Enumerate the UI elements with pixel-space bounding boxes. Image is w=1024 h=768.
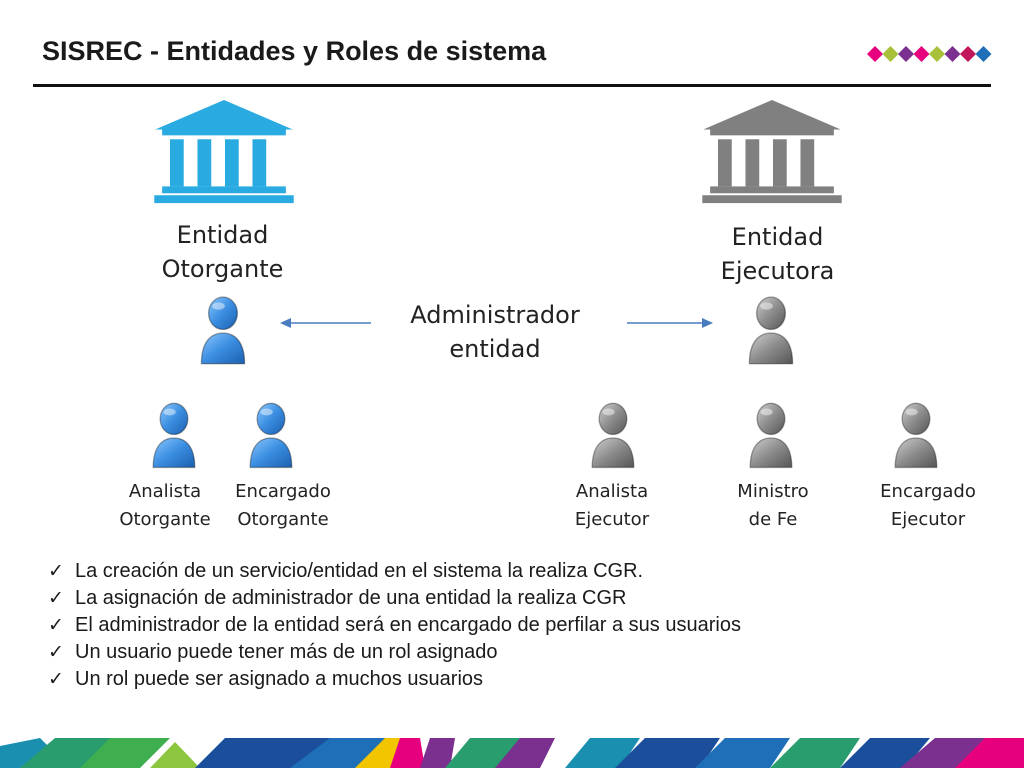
logo-diamonds: [867, 46, 992, 62]
role-label-encargado-ejecutor: Encargado Ejecutor: [880, 481, 976, 530]
role-label-encargado-otorgante: Encargado Otorgante: [235, 481, 331, 530]
checkmark-icon: ✓: [48, 614, 64, 636]
bullet-item: ✓La creación de un servicio/entidad en e…: [48, 558, 908, 585]
admin-label: Administrador entidad: [410, 301, 580, 363]
slide-title: SISREC - Entidades y Roles de sistema: [42, 36, 547, 66]
bullet-item: ✓El administrador de la entidad será en …: [48, 612, 908, 639]
logo-diamond: [960, 46, 976, 62]
bullet-item: ✓La asignación de administrador de una e…: [48, 585, 908, 612]
logo-diamond: [882, 46, 899, 62]
user-icon-encargado-otorgante: [245, 397, 297, 472]
logo-diamond: [913, 46, 930, 62]
user-icon-ministro-de-fe: [745, 397, 797, 472]
arrow-left-icon: [280, 318, 371, 328]
checkmark-icon: ✓: [48, 641, 64, 663]
logo-diamond: [975, 46, 992, 62]
logo-diamond: [867, 46, 883, 62]
building-icon-ejecutora: [698, 100, 846, 208]
role-label-analista-ejecutor: Analista Ejecutor: [574, 481, 650, 530]
bullet-item: ✓Un usuario puede tener más de un rol as…: [48, 639, 908, 666]
building-icon-otorgante: [150, 100, 298, 208]
logo-diamond: [898, 46, 914, 62]
bullet-item: ✓Un rol puede ser asignado a muchos usua…: [48, 666, 908, 693]
user-icon-admin-otorgante: [196, 292, 250, 367]
logo-diamond: [929, 46, 945, 62]
role-label-analista-otorgante: Analista Otorgante: [119, 481, 211, 530]
footer-decoration: [0, 738, 1024, 768]
user-icon-admin-ejecutora: [744, 292, 798, 367]
checkmark-icon: ✓: [48, 587, 64, 609]
brand-logo: [867, 46, 992, 62]
arrow-right-icon: [627, 318, 713, 328]
entity-label-otorgante: Entidad Otorgante: [161, 221, 284, 283]
entity-label-ejecutora: Entidad Ejecutora: [720, 223, 835, 285]
user-icon-encargado-ejecutor: [890, 397, 942, 472]
role-label-ministro-de-fe: Ministro de Fe: [737, 481, 809, 530]
checkmark-icon: ✓: [48, 668, 64, 690]
user-icon-analista-otorgante: [148, 397, 200, 472]
bullet-list: ✓La creación de un servicio/entidad en e…: [48, 558, 908, 693]
user-icon-analista-ejecutor: [587, 397, 639, 472]
logo-diamond: [944, 46, 961, 62]
title-divider: [33, 84, 991, 87]
checkmark-icon: ✓: [48, 560, 64, 582]
